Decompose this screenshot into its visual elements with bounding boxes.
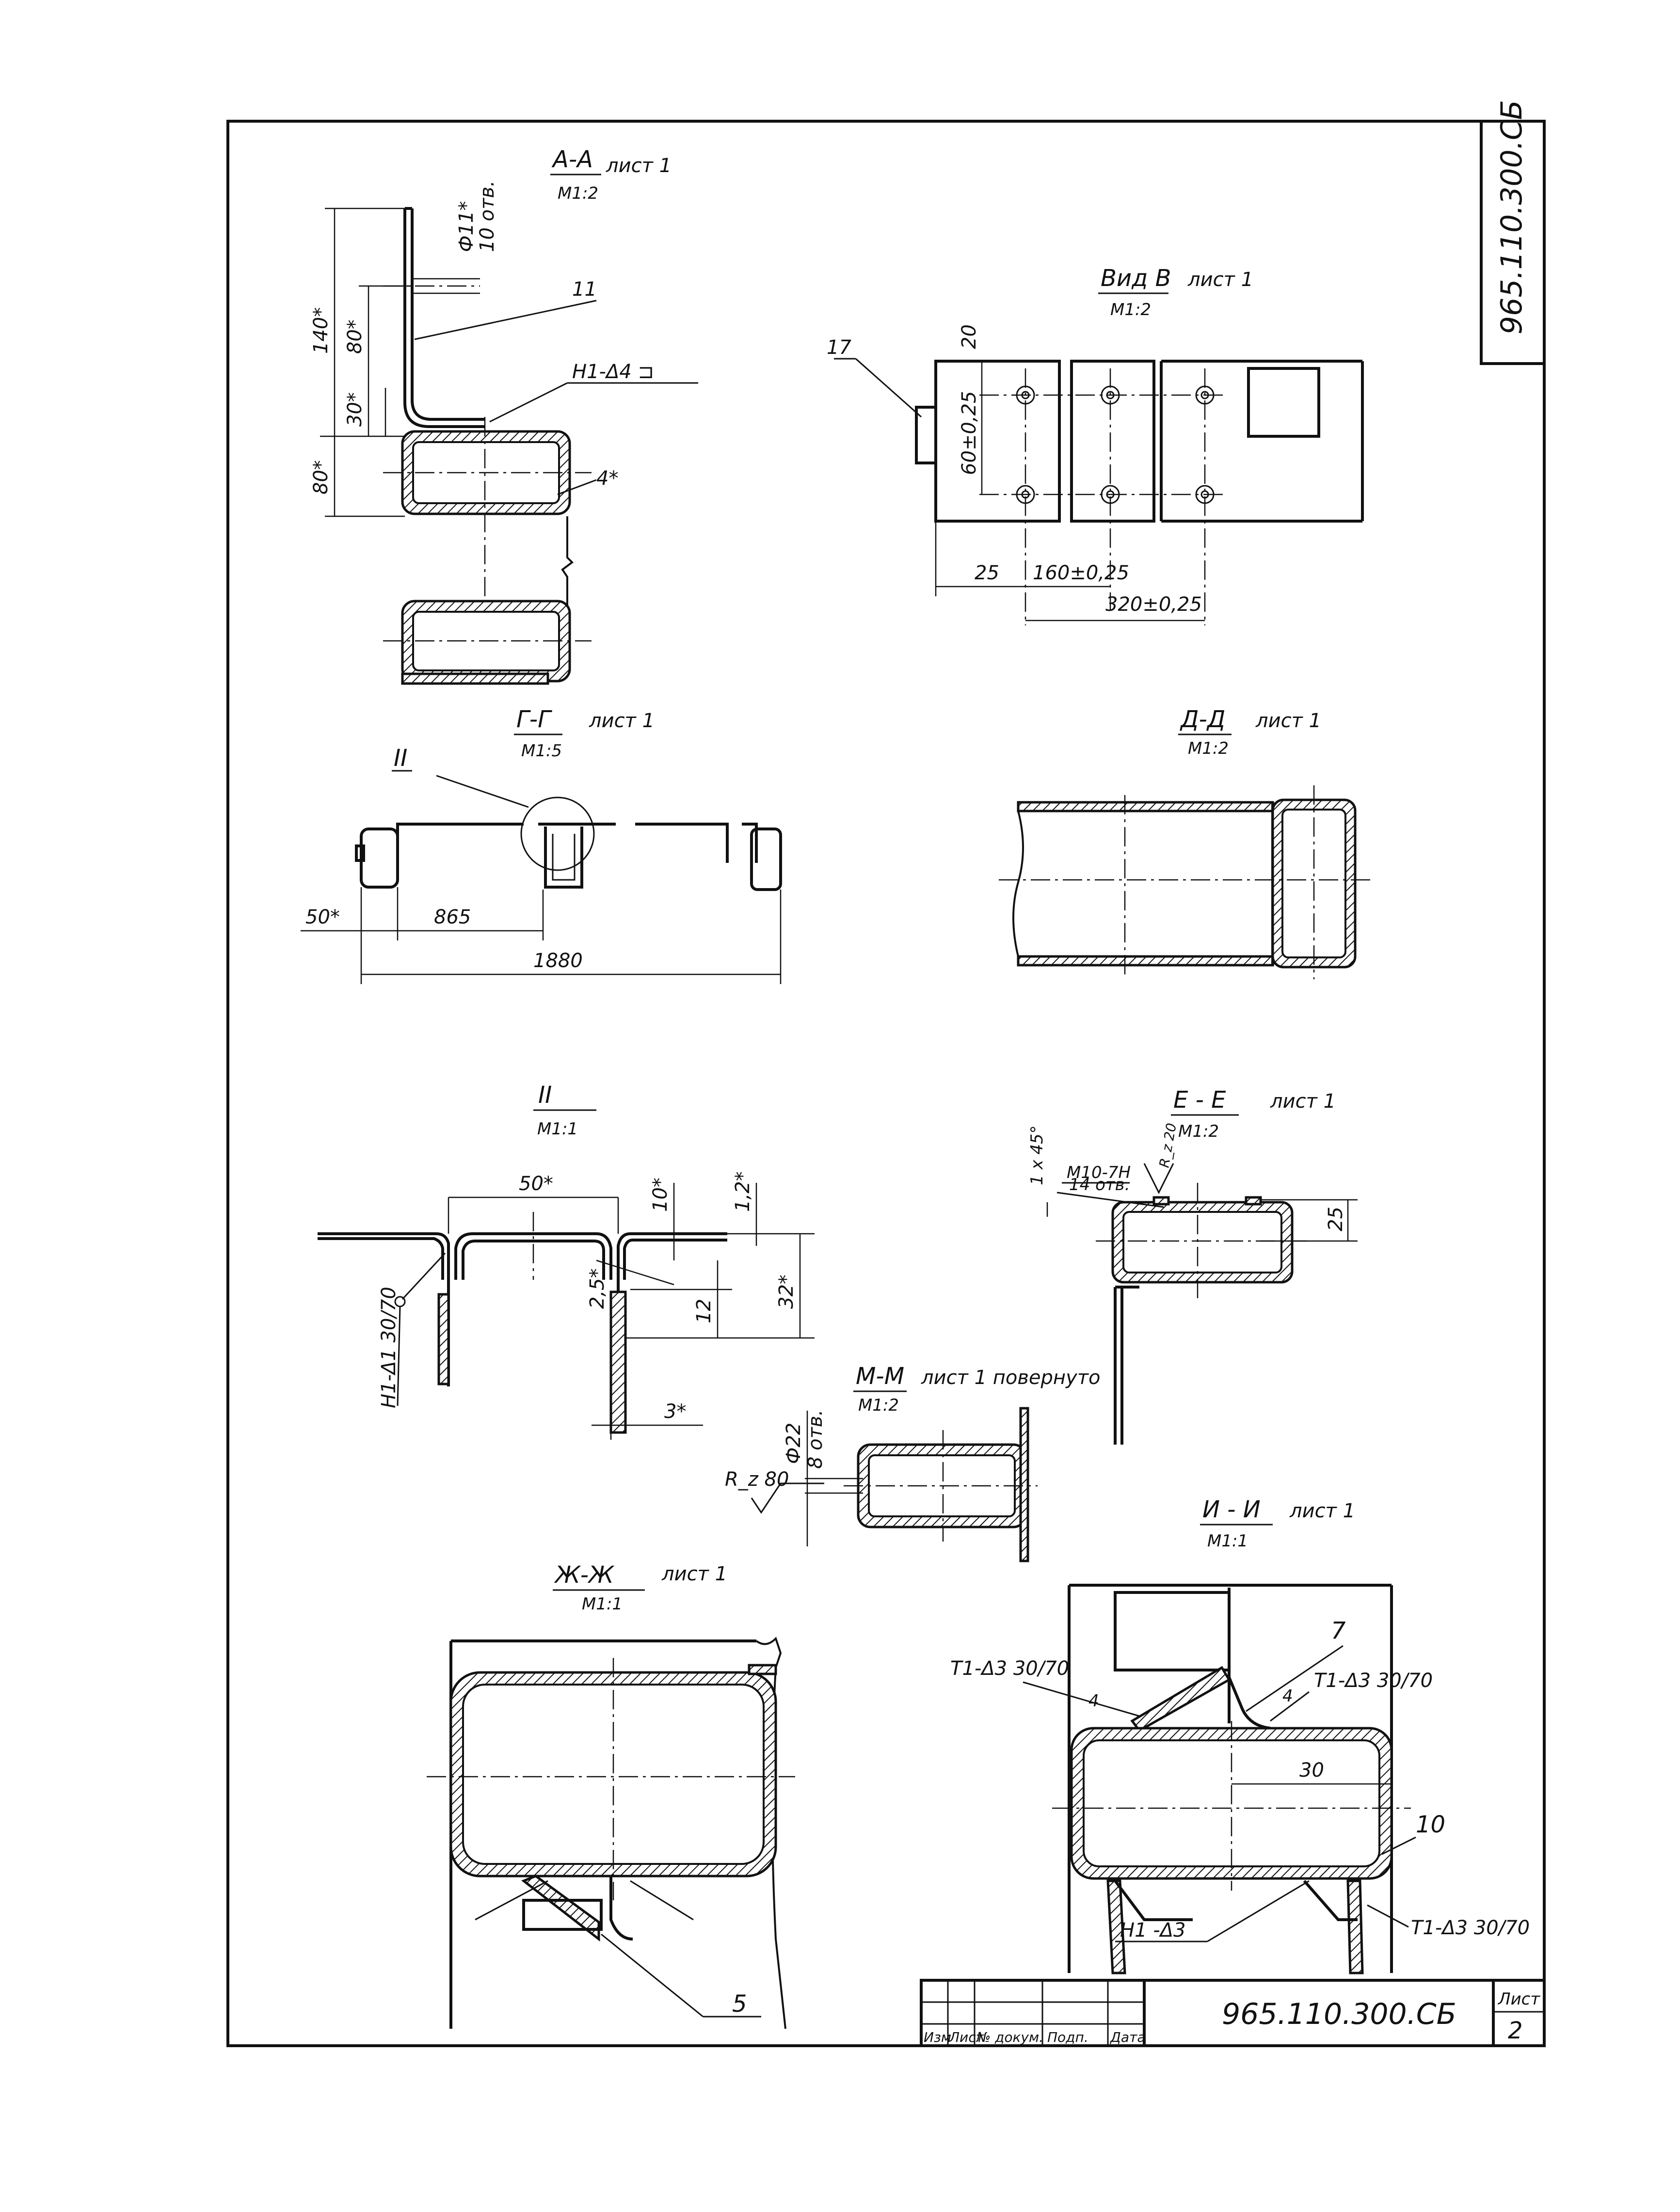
- aa-dim-80-bottom: 80*: [310, 460, 332, 494]
- aa-title: А-А: [551, 146, 593, 173]
- ii-scale: М1:1: [537, 1119, 578, 1139]
- tb-code: 965.110.300.СБ: [1222, 1997, 1456, 2031]
- gg-sheet-ref: лист 1: [589, 710, 655, 732]
- ee-sheet-ref: лист 1: [1270, 1090, 1336, 1113]
- aa-wall: 4*: [596, 467, 618, 490]
- tb-col-list: Лист: [949, 2029, 984, 2045]
- aa-weld: Н1-Δ4 ⊐: [572, 361, 654, 383]
- tb-col-doc: № докум.: [976, 2029, 1043, 2045]
- ii-dim-50: 50*: [519, 1173, 553, 1195]
- vv-dim-60: 60±0,25: [958, 391, 980, 475]
- vv-dim-25: 25: [975, 562, 999, 584]
- iisec-weld-bottom: Т1-Δ3 30/70: [1411, 1917, 1530, 1939]
- dd-scale: М1:2: [1188, 739, 1229, 758]
- aa-dim-140: 140*: [310, 307, 332, 354]
- ii-dim-12: 12: [693, 1299, 715, 1323]
- dd-title: Д-Д: [1180, 706, 1225, 733]
- gg-dim-865: 865: [434, 906, 471, 928]
- code-box-top: 965.110.300.СБ: [1480, 100, 1546, 365]
- ii-dim-10: 10*: [649, 1178, 672, 1212]
- iisec-weld-h: Н1 -Δ3: [1120, 1919, 1186, 1941]
- aa-dim-30: 30*: [344, 392, 366, 427]
- sheet-frame: [226, 120, 1546, 2047]
- mm-hole: Ф22: [783, 1423, 805, 1464]
- gg-dim-50: 50*: [305, 906, 340, 928]
- gg-scale: М1:5: [521, 741, 562, 761]
- ii-dim-1-2: 1,2*: [732, 1171, 754, 1212]
- ii-dim-32: 32*: [775, 1274, 798, 1309]
- dd-sheet-ref: лист 1: [1255, 710, 1321, 732]
- section-ee: Е - Е лист 1 М1:2 М10-7Н 14 отв. 1 х 45°…: [1027, 1086, 1358, 1445]
- mm-title: М-М: [856, 1363, 904, 1390]
- mm-rough: R_z 80: [725, 1468, 789, 1491]
- section-dd: Д-Д лист 1 М1:2: [999, 706, 1372, 979]
- gg-title: Г-Г: [516, 706, 552, 733]
- iisec-wr-4: 4: [1282, 1687, 1293, 1706]
- iisec-weld-right: Т1-Δ3 30/70: [1314, 1670, 1433, 1692]
- vv-dim-20: 20: [958, 324, 980, 349]
- tb-col-date: Дата: [1109, 2029, 1146, 2045]
- tb-sheet-label: Лист: [1497, 1989, 1540, 2009]
- vv-part-17: 17: [827, 336, 851, 359]
- ii-dim-3: 3*: [664, 1400, 686, 1423]
- title-block: Изм Лист № докум. Подп. Дата 965.110.300…: [920, 1979, 1546, 2047]
- section-mm: М-М лист 1 повернуто М1:2 Ф22 8 отв. R_z…: [725, 1363, 1101, 1562]
- iisec-title: И - И: [1202, 1496, 1261, 1523]
- section-zhzh: Ж-Ж лист 1 М1:1 5: [427, 1561, 795, 2029]
- iisec-wl-4: 4: [1088, 1691, 1099, 1711]
- ee-rough: R_z 20: [1156, 1122, 1180, 1169]
- vv-title: Вид В: [1101, 265, 1171, 292]
- gg-dim-1880: 1880: [533, 950, 583, 972]
- zz-title: Ж-Ж: [554, 1561, 615, 1589]
- code-top-text: 965.110.300.СБ: [1495, 100, 1529, 334]
- aa-dim-hole-count: 10 отв.: [476, 180, 498, 252]
- ee-scale: М1:2: [1178, 1122, 1219, 1141]
- ee-dim-25: 25: [1325, 1207, 1347, 1231]
- aa-part-11: 11: [572, 278, 597, 301]
- tb-sheet-number: 2: [1508, 2017, 1523, 2044]
- vv-sheet-ref: лист 1: [1187, 269, 1253, 291]
- view-v: Вид В лист 1 М1:2 17 20: [827, 265, 1364, 625]
- tb-col-izm: Изм: [924, 2029, 951, 2045]
- aa-sheet-ref: лист 1: [606, 155, 672, 177]
- aa-dim-hole: Ф11*: [455, 201, 478, 252]
- gg-detail-circle: [520, 796, 595, 871]
- aa-dim-80-top: 80*: [344, 319, 366, 354]
- iisec-part-10: 10: [1416, 1811, 1445, 1838]
- mm-sheet-ref: лист 1 повернуто: [921, 1367, 1101, 1389]
- ee-thread-count: 14 отв.: [1069, 1175, 1130, 1194]
- ii-title: II: [538, 1082, 552, 1109]
- detail-ii: II М1:1 50* 10* 1,2* 32* 2,5* 12: [318, 1082, 815, 1440]
- ee-thread: М10-7Н: [1067, 1163, 1131, 1182]
- vv-scale: М1:2: [1110, 300, 1151, 319]
- ee-chamfer: 1 х 45°: [1027, 1125, 1047, 1185]
- iisec-weld-left: Т1-Δ3 30/70: [950, 1657, 1069, 1680]
- mm-scale: М1:2: [858, 1396, 899, 1415]
- zz-sheet-ref: лист 1: [661, 1563, 727, 1585]
- iisec-sheet-ref: лист 1: [1289, 1500, 1355, 1522]
- mm-hole-count: 8 отв.: [804, 1410, 827, 1469]
- ii-dim-2-5: 2,5*: [586, 1268, 608, 1309]
- zz-part-5: 5: [732, 1990, 747, 2018]
- iisec-dim-30: 30: [1299, 1759, 1324, 1782]
- zz-scale: М1:1: [582, 1594, 623, 1614]
- iisec-part-7: 7: [1331, 1617, 1346, 1644]
- iisec-scale: М1:1: [1207, 1531, 1248, 1551]
- section-ii: И - И лист 1 М1:1 30 Т1-Δ3 30/70 4 7 Т1-…: [950, 1496, 1530, 1974]
- vv-dim-160: 160±0,25: [1033, 562, 1129, 584]
- ee-title: Е - Е: [1173, 1086, 1226, 1114]
- tb-col-sign: Подп.: [1047, 2029, 1088, 2045]
- section-gg: Г-Г лист 1 М1:5 II 50* 865 1880: [301, 706, 782, 984]
- section-aa: А-А лист 1 М1:2 Ф11* 10 отв. 11 Н1-Δ4 ⊐ …: [310, 146, 698, 685]
- aa-scale: М1:2: [558, 184, 598, 203]
- vv-dim-320: 320±0,25: [1105, 593, 1202, 616]
- gg-detail-ii: II: [394, 745, 407, 772]
- ii-weld: Н1-Δ1 30/70: [378, 1287, 400, 1408]
